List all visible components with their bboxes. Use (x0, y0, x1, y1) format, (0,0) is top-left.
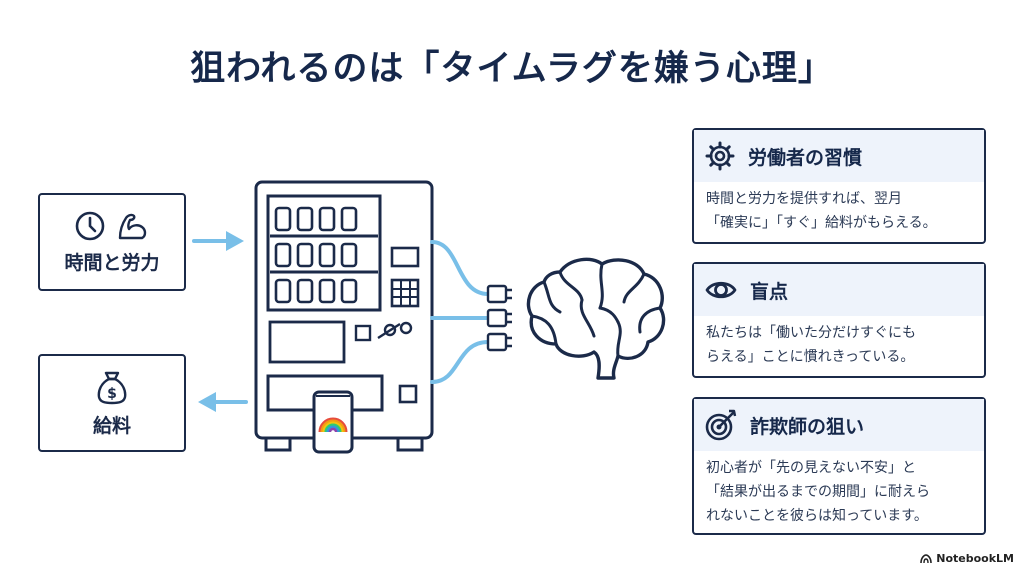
card-title: 盲点 (750, 280, 789, 303)
card-text-line: 「結果が出るまでの期間」に耐えら (706, 484, 930, 500)
salary-box: $ 給料 (38, 354, 186, 452)
vending-machine-illustration (254, 180, 434, 454)
card-header: 労働者の習慣 (694, 130, 984, 182)
card-text-line: 私たちは「働いた分だけすぐにも (706, 325, 916, 341)
time-effort-label: 時間と労力 (64, 251, 160, 274)
clock-icon (74, 210, 106, 242)
input-arrow (192, 231, 244, 251)
time-effort-box: 時間と労力 (38, 193, 186, 291)
watermark-text: NotebookLM (936, 552, 1014, 565)
flexed-arm-icon (116, 210, 150, 242)
cable-connectors (430, 240, 512, 384)
salary-label: 給料 (92, 414, 131, 437)
card-title: 詐欺師の狙い (750, 415, 865, 438)
soda-can-icon (312, 390, 354, 454)
gear-icon (704, 140, 736, 172)
eye-icon (704, 274, 738, 306)
target-icon (704, 408, 738, 442)
card-text-line: 初心者が「先の見えない不安」と (706, 460, 916, 476)
card-text-line: 時間と労力を提供すれば、翌月 (706, 191, 902, 207)
svg-text:$: $ (107, 386, 117, 402)
card-body: 私たちは「働いた分だけすぐにも らえる」ことに慣れきっている。 (694, 316, 984, 369)
card-header: 詐欺師の狙い (694, 399, 984, 451)
card-header: 盲点 (694, 264, 984, 316)
page-title: 狙われるのは「タイムラグを嫌う心理」 (190, 49, 834, 89)
notebooklm-logo-icon (920, 553, 933, 564)
money-bag-icon: $ (95, 369, 129, 405)
card-body: 初心者が「先の見えない不安」と 「結果が出るまでの期間」に耐えら れないことを彼… (694, 451, 984, 528)
card-text-line: らえる」ことに慣れきっている。 (706, 349, 915, 365)
notebooklm-watermark: NotebookLM (920, 552, 1014, 565)
brain-icon (526, 257, 666, 380)
card-blind-spot: 盲点 私たちは「働いた分だけすぐにも らえる」ことに慣れきっている。 (692, 262, 986, 378)
card-text-line: 「確実に」「すぐ」給料がもらえる。 (706, 215, 937, 231)
output-arrow (198, 392, 248, 412)
card-title: 労働者の習慣 (748, 146, 863, 169)
card-text-line: れないことを彼らは知っています。 (706, 508, 928, 524)
card-body: 時間と労力を提供すれば、翌月 「確実に」「すぐ」給料がもらえる。 (694, 182, 984, 235)
card-scammer-aim: 詐欺師の狙い 初心者が「先の見えない不安」と 「結果が出るまでの期間」に耐えら … (692, 397, 986, 535)
card-worker-habit: 労働者の習慣 時間と労力を提供すれば、翌月 「確実に」「すぐ」給料がもらえる。 (692, 128, 986, 244)
